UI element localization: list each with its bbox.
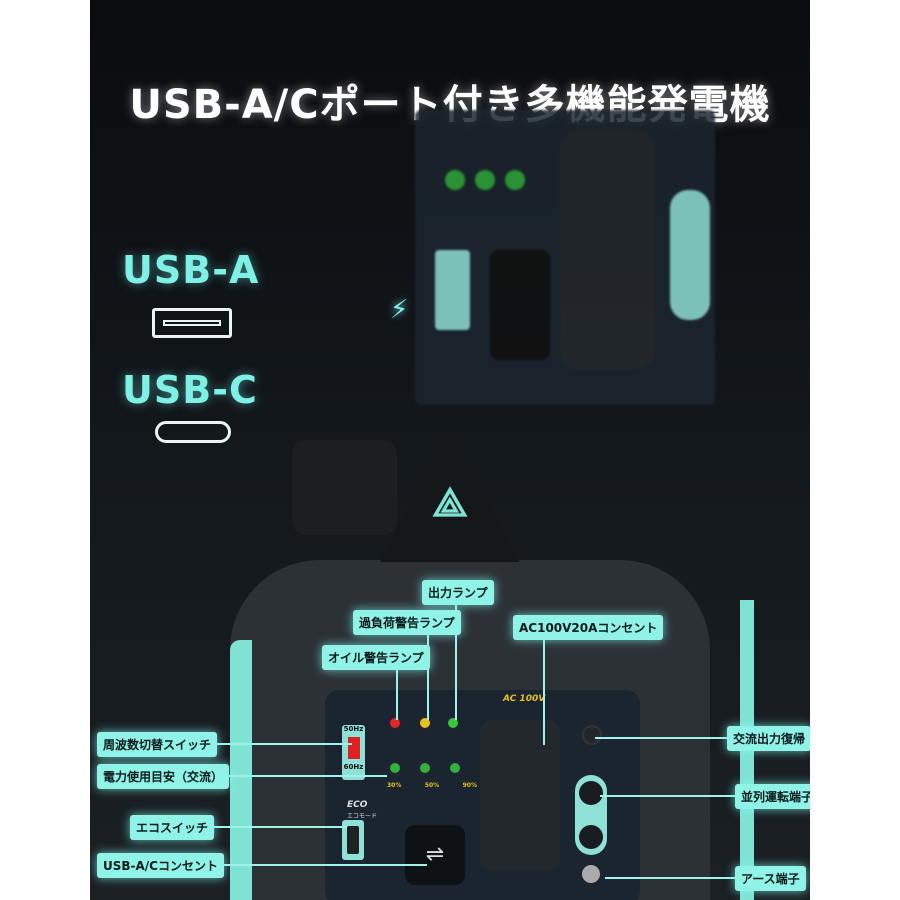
overload-led bbox=[417, 715, 433, 731]
close-up-panel bbox=[415, 110, 715, 405]
level-30: 30% bbox=[387, 782, 402, 789]
callout-line bbox=[202, 864, 427, 866]
callout-output-lamp: 出力ランプ bbox=[422, 580, 494, 605]
ground-terminal[interactable] bbox=[582, 865, 600, 883]
level-50: 50% bbox=[424, 782, 440, 789]
callout-freq-switch: 周波数切替スイッチ bbox=[97, 732, 218, 757]
callout-overload-lamp: 過負荷警告ランプ bbox=[353, 610, 461, 635]
callout-parallel: 並列運転端子 bbox=[735, 784, 810, 809]
logo-triangle bbox=[380, 432, 520, 562]
led-icon bbox=[505, 170, 525, 190]
ac-outlet[interactable] bbox=[480, 720, 560, 870]
eco-sub-label: エコモード bbox=[347, 813, 378, 820]
parallel-terminal-closeup bbox=[670, 190, 710, 320]
eco-switch-closeup bbox=[435, 250, 470, 330]
level-90: 90% bbox=[462, 782, 477, 789]
callout-line bbox=[202, 775, 387, 777]
callout-oil-lamp: オイル警告ランプ bbox=[322, 645, 430, 670]
ac-voltage-label: AC 100V bbox=[503, 694, 546, 704]
product-image: USB-A/Cポート付き多機能発電機 USB-A USB-C ⚡ ⟁ 50Hz … bbox=[90, 0, 810, 900]
ac-outlet-closeup bbox=[560, 130, 655, 370]
led-icon bbox=[445, 170, 465, 190]
usb-outlet[interactable]: ⇌ bbox=[405, 825, 465, 885]
control-panel: 50Hz 60Hz 30% 50% 90% AC 100V ECO エコモード … bbox=[325, 690, 640, 900]
callout-ground: アース端子 bbox=[735, 866, 806, 891]
callout-eco-switch: エコスイッチ bbox=[130, 815, 215, 840]
freq-60-label: 60Hz bbox=[343, 763, 364, 771]
meter-levels: 30% 50% 90% bbox=[387, 782, 477, 789]
callout-line bbox=[396, 668, 398, 720]
oil-warning-led bbox=[387, 715, 403, 731]
usb-a-port-icon bbox=[152, 308, 232, 338]
callout-line bbox=[605, 877, 736, 879]
freq-50-label: 50Hz bbox=[343, 725, 364, 733]
callout-power-meter: 電力使用目安（交流） bbox=[97, 764, 230, 789]
callout-usb-outlet: USB-A/Cコンセント bbox=[97, 853, 224, 878]
callout-line bbox=[595, 737, 728, 739]
meter-led bbox=[447, 760, 463, 776]
mint-trim bbox=[230, 640, 252, 900]
fuel-cap bbox=[292, 440, 397, 535]
ac-reset-button[interactable] bbox=[582, 725, 602, 745]
eco-label: ECO bbox=[347, 800, 368, 810]
output-led bbox=[445, 715, 461, 731]
callout-line bbox=[455, 600, 457, 720]
callout-ac-outlet: AC100V20Aコンセント bbox=[513, 615, 664, 640]
callout-line bbox=[427, 632, 429, 720]
callout-line bbox=[202, 826, 347, 828]
meter-led bbox=[387, 760, 403, 776]
frequency-switch[interactable]: 50Hz 60Hz bbox=[342, 725, 365, 780]
usb-port-closeup bbox=[490, 250, 550, 360]
usb-c-label: USB-C bbox=[122, 368, 258, 412]
callout-line bbox=[600, 795, 736, 797]
led-icon bbox=[475, 170, 495, 190]
callout-line bbox=[202, 743, 352, 745]
usb-a-label: USB-A bbox=[122, 248, 260, 292]
callout-ac-reset: 交流出力復帰 bbox=[727, 726, 810, 751]
parallel-terminals bbox=[575, 775, 607, 855]
brand-logo-icon: ⟁ bbox=[432, 480, 468, 526]
meter-led bbox=[417, 760, 433, 776]
switch-toggle bbox=[347, 737, 360, 759]
callout-line bbox=[543, 637, 545, 745]
eco-switch[interactable] bbox=[342, 820, 364, 860]
usb-c-port-icon bbox=[155, 421, 231, 443]
lightning-icon: ⚡ bbox=[390, 295, 409, 325]
